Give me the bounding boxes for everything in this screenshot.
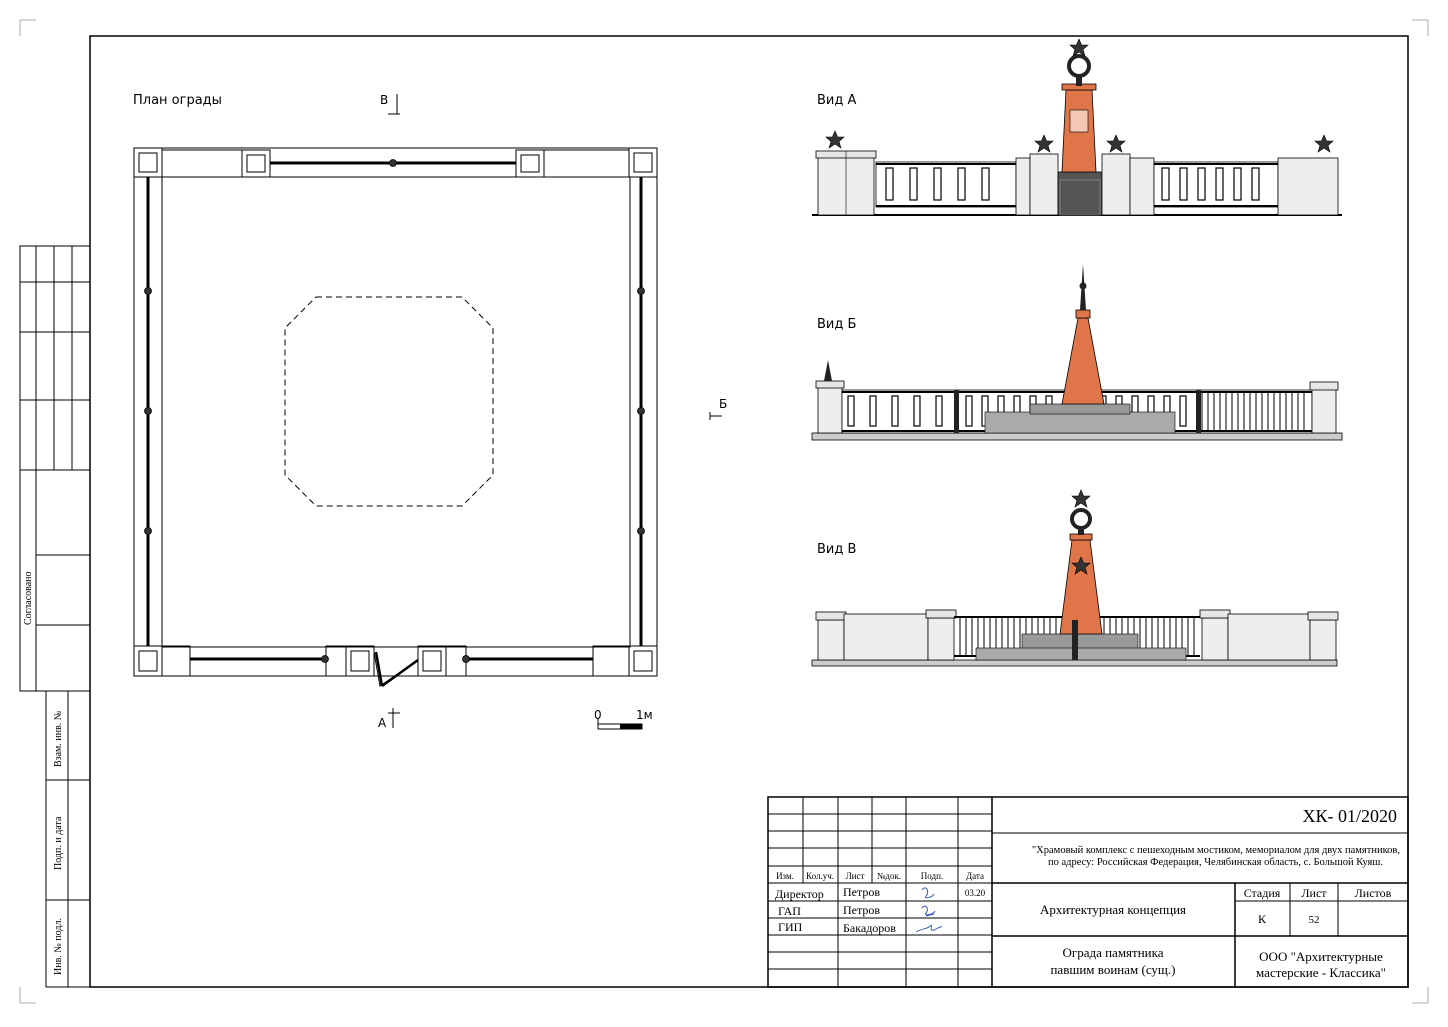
podp-data-label: Подп. и дата — [53, 816, 64, 870]
hdr-podp: Подп. — [921, 871, 943, 881]
vzam-inv-label: Взам. инв. № — [53, 711, 64, 767]
stadiya-label: Стадия — [1244, 886, 1281, 900]
elevation-view-v — [811, 489, 1339, 667]
sheet-corner-marks — [19, 19, 1429, 1004]
inv-podl-label: Инв. № подл. — [53, 918, 64, 975]
mark-a: А — [378, 716, 387, 730]
signatures — [915, 887, 943, 933]
plan-pillars — [133, 147, 658, 677]
name-director: Петров — [843, 885, 880, 899]
org-line-1: ООО "Архитектурные — [1259, 949, 1383, 964]
scale-bar — [597, 718, 643, 730]
list-label: Лист — [1301, 886, 1327, 900]
plan-railings — [146, 161, 643, 661]
name-gap: Петров — [843, 903, 880, 917]
scale-one: 1м — [636, 708, 653, 722]
elevation-view-a — [812, 38, 1342, 216]
hdr-izm: Изм. — [776, 871, 794, 881]
view-a-label: Вид А — [817, 93, 856, 108]
view-b-label: Вид Б — [817, 317, 856, 332]
elevation-view-b — [811, 264, 1343, 441]
drawing-title-2: павшим воинам (сущ.) — [1050, 962, 1175, 977]
mark-b: Б — [719, 397, 727, 411]
section-marks — [388, 94, 722, 728]
drawing-title-1: Ограда памятника — [1062, 945, 1163, 960]
role-director: Директор — [775, 887, 824, 901]
title-block — [767, 796, 1409, 988]
hdr-ndok: №док. — [877, 871, 901, 881]
stadiya-value: К — [1258, 912, 1267, 926]
listov-label: Листов — [1355, 886, 1392, 900]
hdr-data: Дата — [966, 871, 984, 881]
hdr-list: Лист — [846, 871, 865, 881]
view-v-label: Вид В — [817, 542, 856, 557]
date-director: 03.20 — [965, 888, 986, 898]
role-gap: ГАП — [778, 904, 801, 918]
role-gip: ГИП — [778, 920, 803, 934]
project-line-2: по адресу: Российская Федерация, Челябин… — [1048, 857, 1383, 868]
scale-zero: 0 — [594, 708, 602, 722]
name-gip: Бакадоров — [843, 921, 896, 935]
monument-footprint — [284, 296, 494, 507]
fence-plan — [133, 147, 658, 677]
left-margin-stamp — [19, 245, 91, 988]
mark-v: В — [380, 93, 388, 107]
org-line-2: мастерские - Классика" — [1256, 965, 1386, 980]
project-line-1: "Храмовый комплекс с пешеходным мостиком… — [1032, 845, 1400, 856]
drawing-code: ХК- 01/2020 — [1303, 806, 1398, 826]
section-title: Архитектурная концепция — [1040, 902, 1186, 917]
plan-posts — [144, 159, 645, 663]
hdr-kol: Кол.уч. — [806, 871, 834, 881]
soglasovano-label: Согласовано — [23, 571, 34, 625]
plan-gate — [373, 651, 419, 688]
plan-title: План ограды — [133, 93, 222, 108]
list-value: 52 — [1309, 914, 1320, 926]
